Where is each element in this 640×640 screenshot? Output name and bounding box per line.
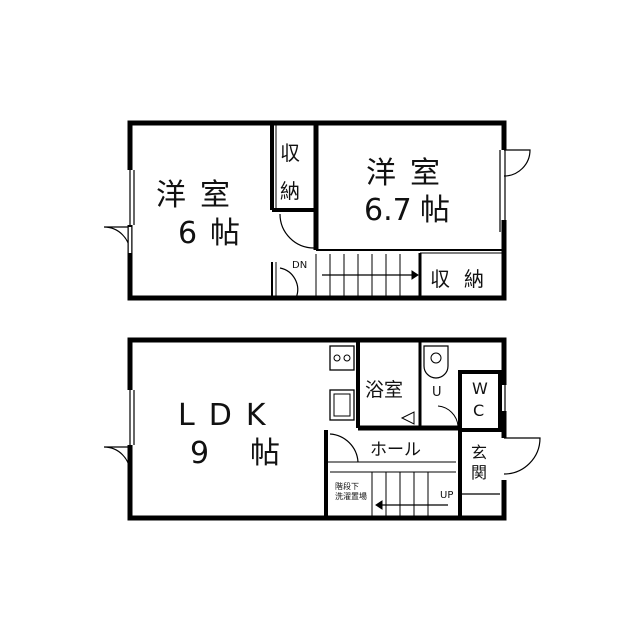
upper-floor bbox=[103, 120, 531, 301]
labels: 洋室 6 帖 収 納 洋室 6.7 帖 収納 DN LDK 9 帖 浴室 U W… bbox=[156, 141, 498, 501]
closet-east-label: 収納 bbox=[430, 267, 498, 291]
wc-label-c: C bbox=[473, 401, 484, 420]
stair-down bbox=[315, 254, 419, 296]
hall-label: ホール bbox=[370, 440, 421, 460]
entrance-label-1: 玄 bbox=[471, 443, 487, 462]
west-room-unit: 帖 bbox=[210, 216, 240, 251]
closet-small-label-1: 収 bbox=[280, 141, 300, 165]
west-room-type: 洋室 bbox=[156, 178, 244, 213]
ldk-size: 9 bbox=[190, 436, 209, 471]
stair-up-label: UP bbox=[440, 490, 453, 501]
closet-small-label-2: 納 bbox=[280, 179, 300, 203]
east-room-type: 洋室 bbox=[366, 156, 454, 191]
stair-down-label: DN bbox=[292, 260, 307, 271]
stair-up bbox=[330, 471, 456, 516]
east-room-unit: 帖 bbox=[420, 193, 450, 228]
ldk-unit: 帖 bbox=[250, 436, 280, 471]
bath-label: 浴室 bbox=[365, 379, 403, 401]
under-stairs-line-2: 洗濯置場 bbox=[335, 491, 367, 501]
east-room-size: 6.7 bbox=[364, 193, 412, 228]
bath-u-mark: U bbox=[432, 385, 442, 400]
entrance-label-2: 関 bbox=[471, 463, 487, 482]
wc-label-w: W bbox=[472, 379, 488, 398]
ldk-type: LDK bbox=[178, 398, 280, 433]
west-room-size: 6 bbox=[178, 216, 197, 251]
lower-floor bbox=[103, 337, 541, 521]
under-stairs-line-1: 階段下 bbox=[335, 481, 359, 491]
